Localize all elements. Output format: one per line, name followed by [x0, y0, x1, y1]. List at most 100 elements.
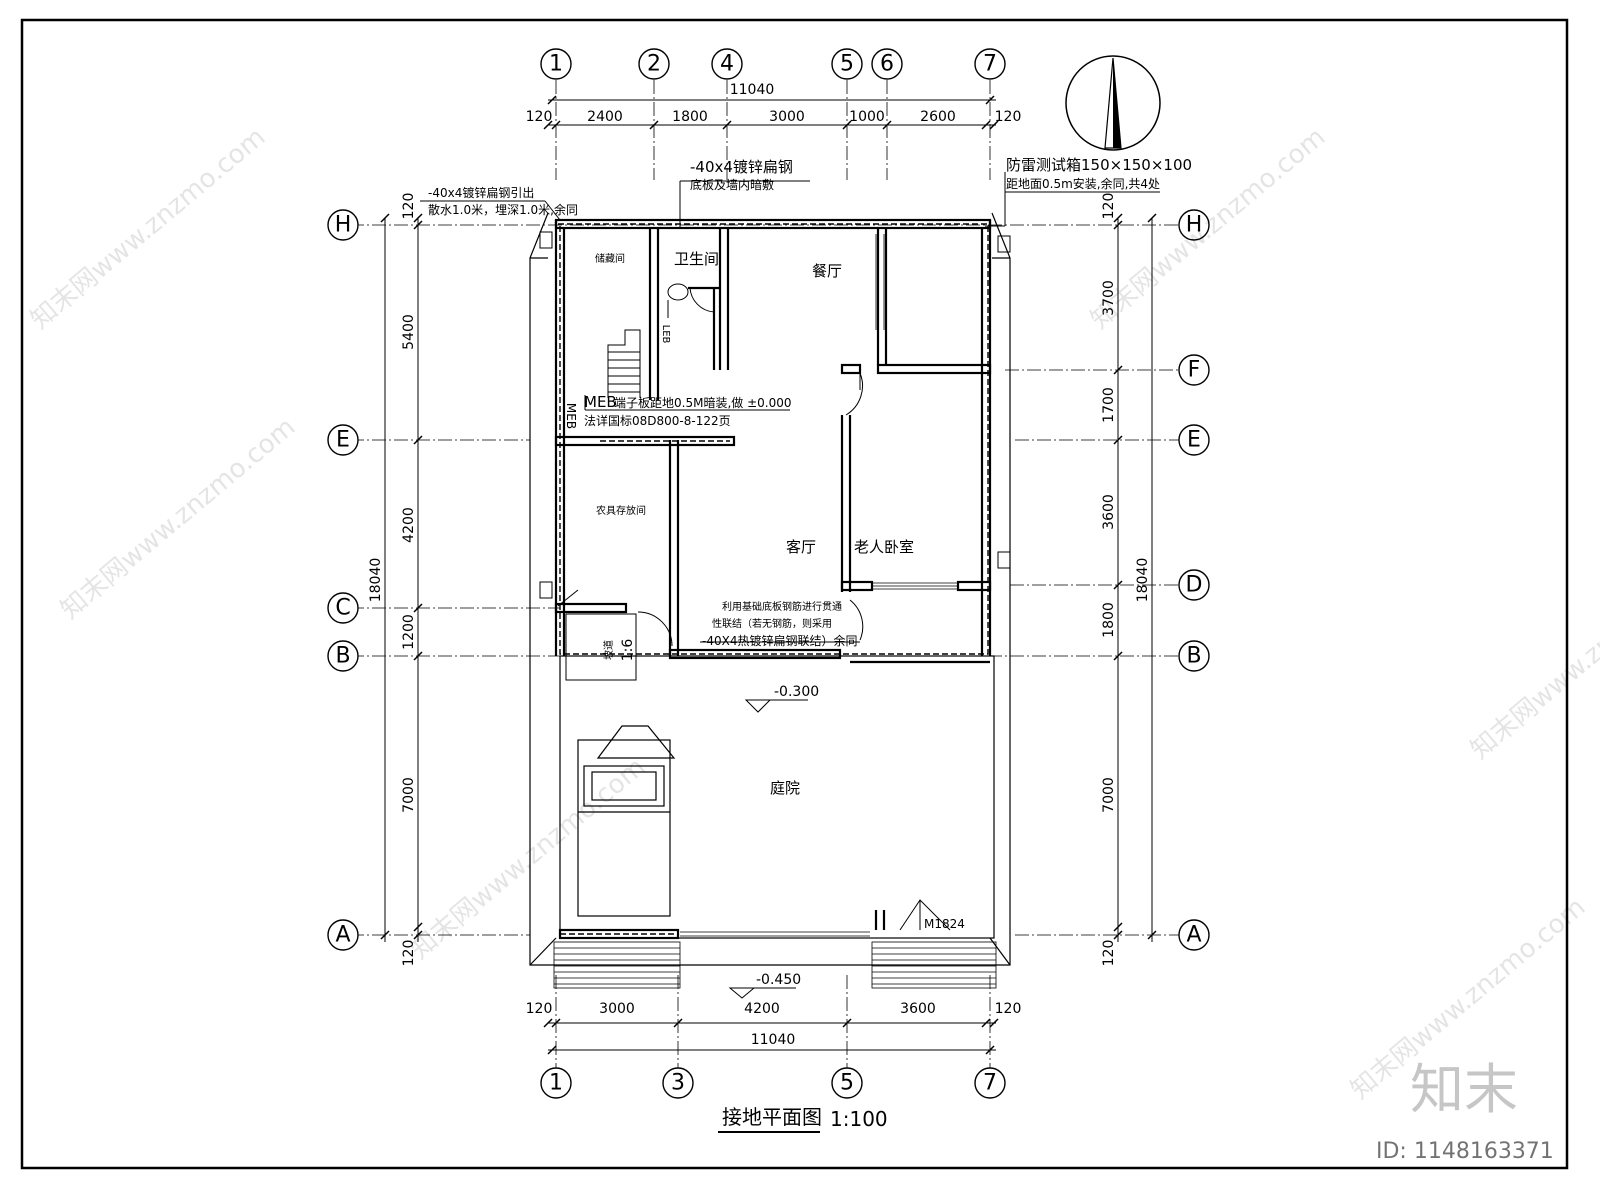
axis-label-bottom: 5 [840, 1071, 854, 1096]
dim-left-segment: 1200 [401, 614, 417, 650]
watermark-text: 知末网www.znzmo.com [1085, 122, 1331, 335]
walls [554, 218, 995, 940]
dim-bottom-segment: 120 [995, 1001, 1022, 1017]
meb-box-label: MEB [564, 403, 578, 429]
room-dining: 餐厅 [812, 262, 842, 280]
dim-right-segment: 7000 [1101, 777, 1117, 813]
dim-top-segment: 3000 [769, 109, 805, 125]
dim-top-segment: 120 [526, 109, 553, 125]
axis-label-top: 7 [983, 52, 997, 77]
note-bond-2: 性联结（若无钢筋，则采用 [712, 617, 832, 630]
axis-label-right: B [1186, 644, 1201, 669]
axis-label-top: 5 [840, 52, 854, 77]
room-toilet: 卫生间 [674, 250, 719, 268]
note-lead-out-1: -40x4镀锌扁钢引出 [428, 186, 534, 200]
axis-label-left: H [335, 213, 352, 238]
ramp [565, 613, 637, 681]
axis-label-right: E [1187, 428, 1201, 453]
dim-right-segment: 120 [1101, 193, 1117, 220]
level-courtyard: -0.300 [774, 684, 819, 700]
axis-label-top: 1 [549, 52, 563, 77]
entry-steps [553, 941, 997, 989]
watermark-text: 知末网www.znzmo.com [25, 122, 271, 335]
axis-label-top: 2 [647, 52, 661, 77]
note-flat-steel-2: 底板及墙内暗敷 [690, 177, 774, 192]
dim-left-segment: 120 [401, 193, 417, 220]
dim-right-segment: 120 [1101, 940, 1117, 967]
dim-right-segment: 3600 [1101, 494, 1117, 530]
dim-right-segment: 1700 [1101, 387, 1117, 423]
axis-label-left: E [336, 428, 350, 453]
watermark-brand: 知末 [1410, 1058, 1518, 1121]
car-icon [577, 725, 676, 917]
room-courtyard: 庭院 [770, 779, 800, 797]
dim-total-top: 11040 [730, 82, 775, 98]
drawing-scale: 1:100 [830, 1107, 888, 1131]
image-id: ID: 1148163371 [1376, 1139, 1554, 1164]
dim-bottom-segment: 4200 [744, 1001, 780, 1017]
axis-label-right: D [1186, 573, 1203, 598]
dim-right-segment: 1800 [1101, 602, 1117, 638]
axis-label-right: F [1188, 358, 1201, 383]
room-tools: 农具存放间 [596, 504, 646, 517]
dim-top-segment: 2600 [920, 109, 956, 125]
level-markers [728, 699, 808, 999]
sheet-frame [20, 18, 1569, 1170]
axis-label-bottom: 7 [983, 1071, 997, 1096]
note-bond-3: -40X4热镀锌扁钢联结）余同 [702, 633, 857, 648]
axis-label-left: A [335, 923, 350, 948]
doors [637, 287, 951, 931]
dim-top-segment: 120 [995, 109, 1022, 125]
grounding-conductor [558, 223, 989, 935]
axis-label-bottom: 1 [549, 1071, 563, 1096]
dimension-ticks [380, 95, 1157, 1055]
leb-box-label: LEB [660, 325, 671, 344]
axis-bubbles [327, 48, 1210, 1099]
door-label: M1824 [924, 917, 965, 931]
room-storage: 储藏间 [595, 252, 625, 265]
watermark-text: 知末网www.znzmo.com [55, 412, 301, 625]
dim-left-segment: 120 [401, 940, 417, 967]
axis-label-top: 4 [720, 52, 734, 77]
note-meb-2: 法详国标08D800-8-122页 [584, 413, 731, 428]
note-meb-1: 端子板距地0.5M暗装,做 ±0.000 [614, 395, 791, 410]
watermark-text: 知末网www.znzmo.com [1465, 552, 1600, 765]
dim-top-segment: 1000 [849, 109, 885, 125]
dim-total-left: 18040 [368, 558, 384, 603]
room-living: 客厅 [786, 538, 816, 556]
axis-label-right: H [1186, 213, 1203, 238]
drawing-title: 接地平面图 [722, 1105, 822, 1129]
axis-label-top: 6 [880, 52, 894, 77]
dim-bottom-segment: 3000 [599, 1001, 635, 1017]
note-test-box-2: 距地面0.5m安装,余同,共4处 [1006, 176, 1160, 191]
toilet-icon [667, 283, 689, 301]
site-outline [529, 212, 1011, 966]
meb-label: MEB [584, 393, 617, 411]
dim-bottom-segment: 3600 [900, 1001, 936, 1017]
dim-total-bottom: 11040 [751, 1032, 796, 1048]
level-outside: -0.450 [756, 972, 801, 988]
dim-bottom-segment: 120 [526, 1001, 553, 1017]
north-arrow-icon [1065, 55, 1161, 151]
ramp-label: 坡道 [602, 640, 615, 660]
dim-top-segment: 2400 [587, 109, 623, 125]
dim-right-segment: 3700 [1101, 280, 1117, 316]
stair [607, 329, 641, 398]
leader-lines [420, 172, 1160, 643]
dim-left-segment: 4200 [401, 507, 417, 543]
note-bond-1: 利用基础底板钢筋进行贯通 [722, 600, 842, 613]
axis-label-left: C [335, 596, 350, 621]
ramp-ratio: 1:6 [620, 639, 636, 662]
room-elder-bedroom: 老人卧室 [854, 538, 914, 556]
note-flat-steel-1: -40x4镀锌扁钢 [690, 158, 793, 176]
note-lead-out-2: 散水1.0米，埋深1.0米,余同 [428, 202, 578, 217]
note-test-box-1: 防雷测试箱150×150×100 [1006, 156, 1192, 174]
axis-label-right: A [1186, 923, 1201, 948]
dim-left-segment: 7000 [401, 777, 417, 813]
windows [680, 234, 958, 937]
dimension-lines [384, 99, 1153, 1051]
axis-label-bottom: 3 [671, 1071, 685, 1096]
dim-left-segment: 5400 [401, 314, 417, 350]
dim-total-right: 18040 [1135, 558, 1151, 603]
